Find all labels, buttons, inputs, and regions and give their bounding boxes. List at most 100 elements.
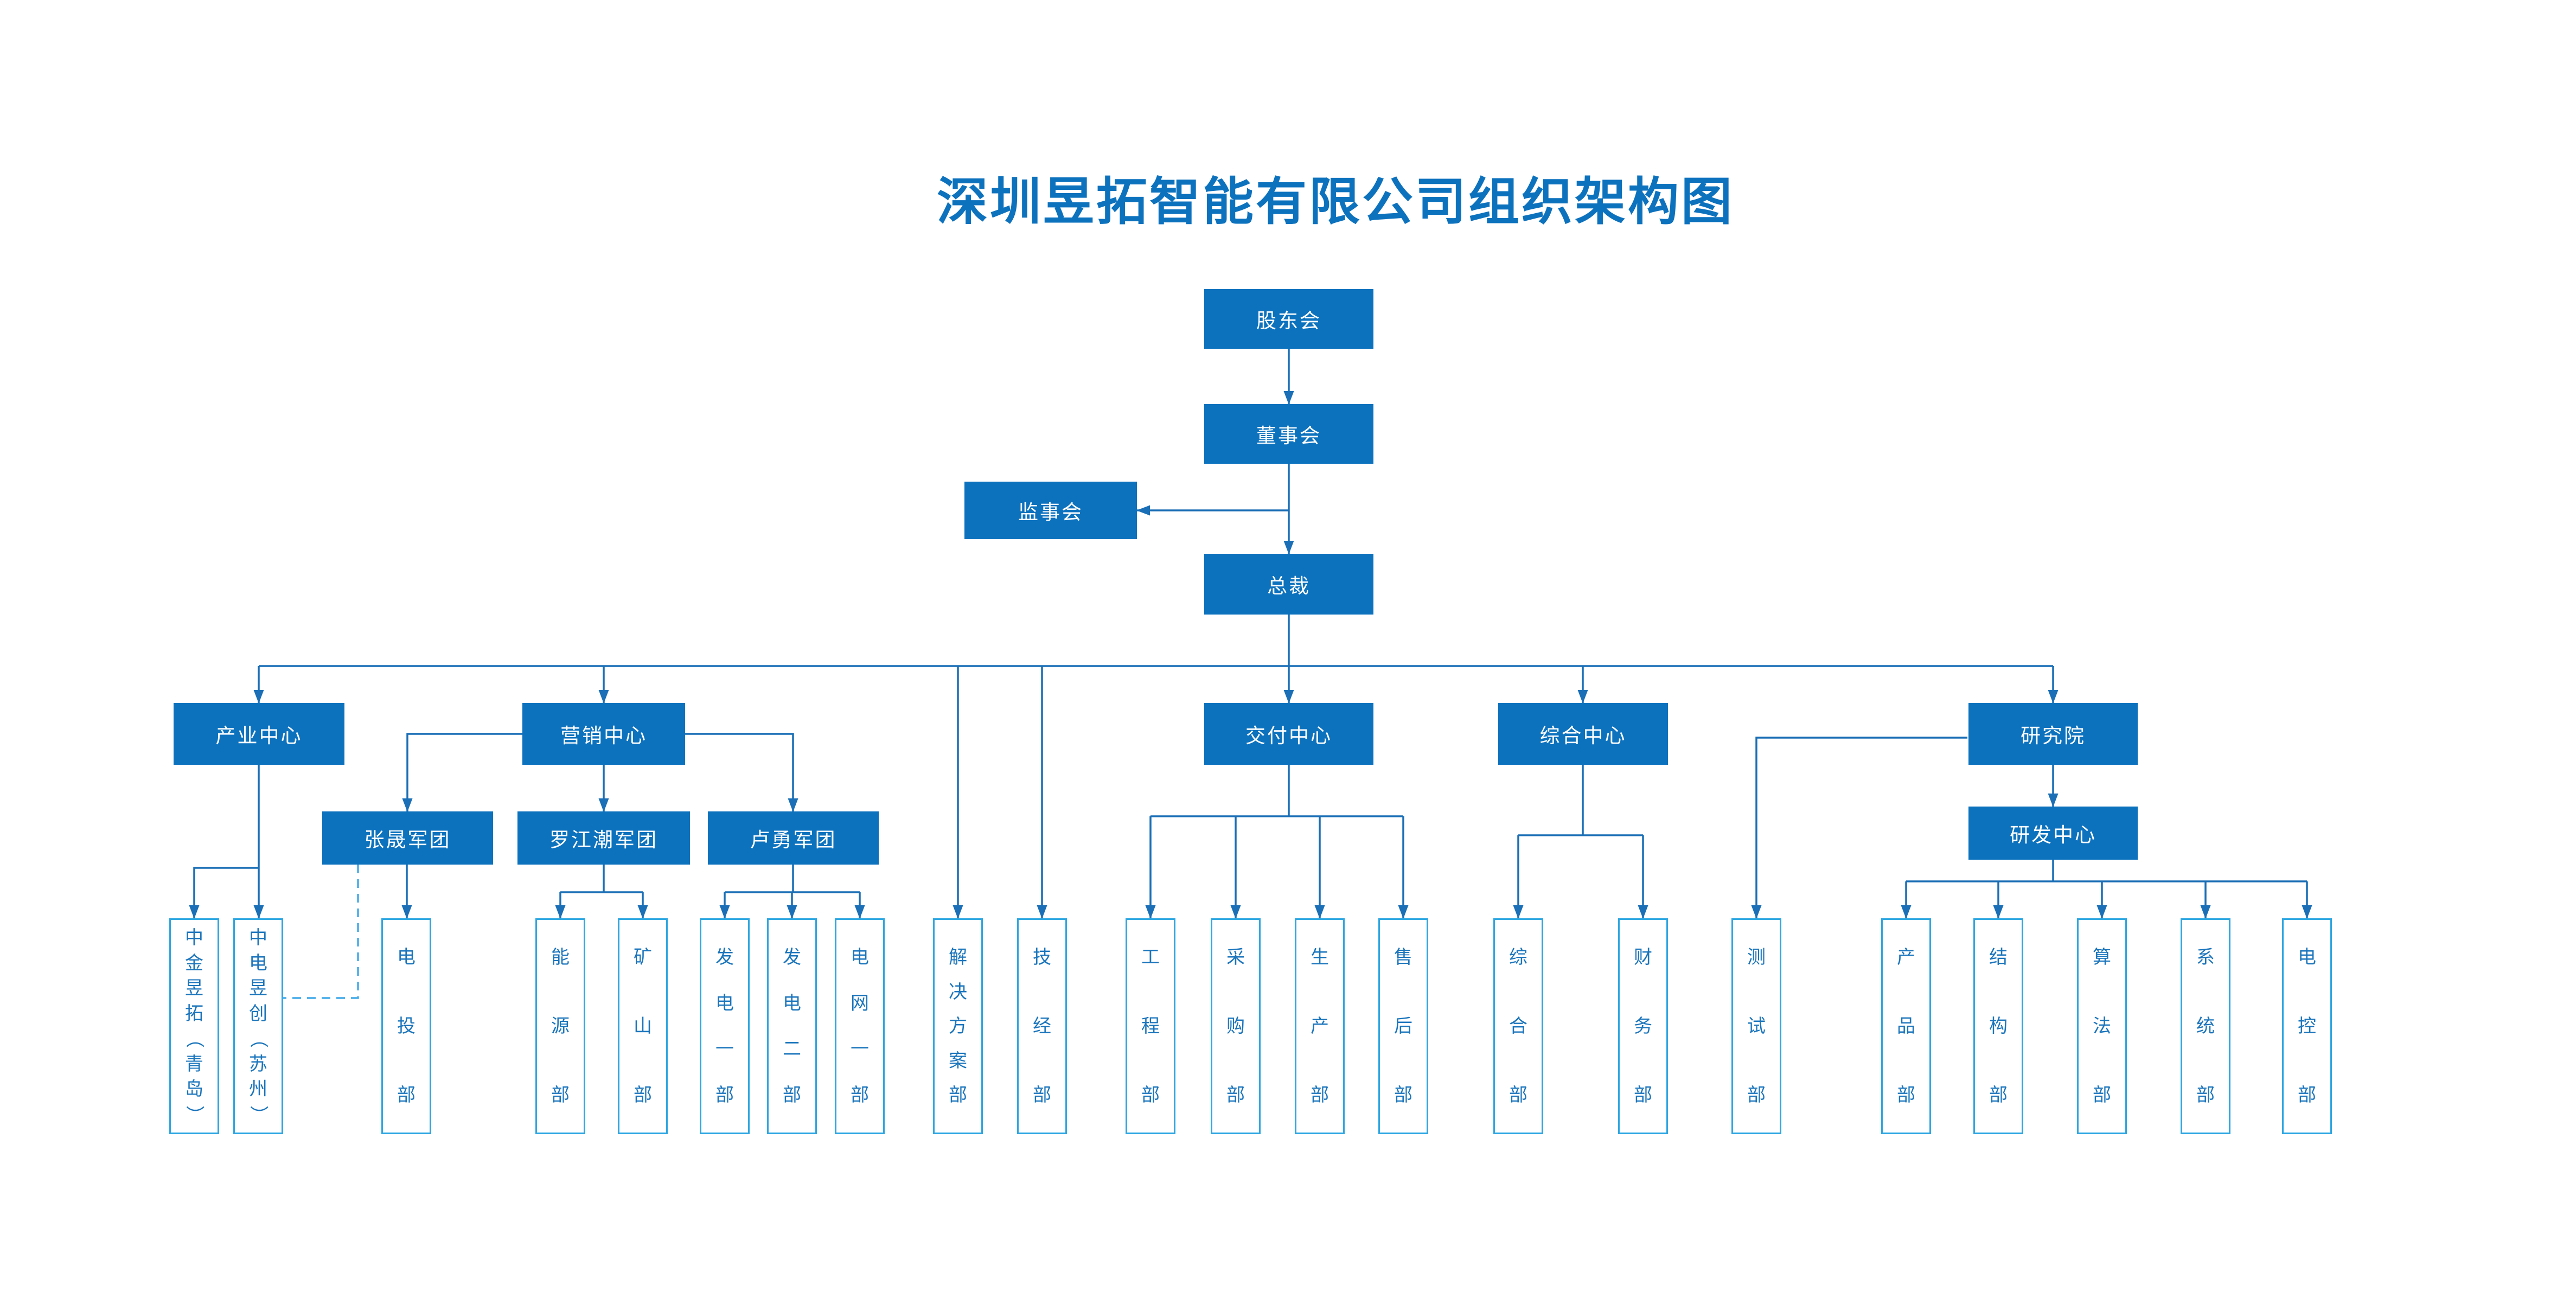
dept-label-char: 苏 (249, 1053, 267, 1074)
dept-label-char: 产 (1311, 1016, 1329, 1037)
dept-label-char: 部 (1634, 1085, 1652, 1105)
dept-label-char: 山 (634, 1016, 652, 1037)
dept-box: 矿山部 (618, 918, 668, 1134)
dept-box: 能源部 (535, 918, 585, 1134)
dept-label-char: 部 (397, 1085, 416, 1105)
dept-box: 生产部 (1295, 918, 1345, 1134)
node-marketing-center: 营销中心 (522, 703, 685, 765)
dept-label-char: 源 (551, 1016, 570, 1037)
dept-label-char: 法 (2093, 1016, 2111, 1037)
dept-label-char: 部 (551, 1085, 570, 1105)
dept-label-char: 后 (1394, 1016, 1412, 1037)
dept-box: 电网一部 (835, 918, 885, 1134)
dept-label-char: 部 (851, 1084, 869, 1105)
dept-box: 工程部 (1126, 918, 1175, 1134)
dept-label-char: 电 (2298, 947, 2316, 968)
dept-label-char: 结 (1989, 947, 2008, 968)
dept-label-char: 发 (783, 947, 801, 968)
dept-label-char: 案 (949, 1050, 967, 1071)
dept-label-char: 构 (1989, 1016, 2008, 1037)
dept-label-char: 一 (715, 1039, 734, 1060)
dept-label-char: 岛 (185, 1079, 203, 1100)
dept-label-char: 拓 (185, 1003, 203, 1024)
dept-label-char: 系 (2196, 947, 2215, 968)
dept-box: 发电一部 (700, 918, 750, 1134)
dept-label-char: 采 (1226, 947, 1245, 968)
dept-label-char: 矿 (634, 947, 652, 968)
dept-label-char: 能 (551, 947, 570, 968)
dept-label-char: 昱 (249, 978, 267, 999)
dept-label-char: 投 (397, 1016, 416, 1037)
dept-label-char: ） (184, 1105, 204, 1124)
dept-label-char: 统 (2196, 1016, 2215, 1037)
dept-label-char: 综 (1509, 947, 1527, 968)
dept-label-char: 中 (185, 927, 203, 948)
dept-label-char: 部 (634, 1085, 652, 1105)
dept-label-char: 青 (185, 1053, 203, 1074)
dept-box: 算法部 (2077, 918, 2127, 1134)
dept-label-char: 购 (1226, 1016, 1245, 1037)
dept-label-char: 电 (249, 952, 267, 974)
page-title: 深圳昱拓智能有限公司组织架构图 (936, 173, 1735, 230)
dept-label-char: 部 (2298, 1085, 2316, 1105)
dept-label-char: 部 (1747, 1085, 1766, 1105)
dept-box: 测试部 (1731, 918, 1781, 1134)
connector (189, 867, 259, 919)
dept-label-char: 部 (1897, 1085, 1915, 1105)
dept-label-char: 发 (715, 947, 734, 968)
dept-box: 售后部 (1378, 918, 1428, 1134)
dept-box: 中金昱拓 （ 青岛 ） (169, 918, 219, 1134)
dept-label-char: 品 (1897, 1016, 1915, 1037)
dept-label-char: 网 (851, 993, 869, 1014)
dept-label-char: （ (248, 1029, 269, 1048)
dept-label-char: 部 (715, 1084, 734, 1105)
dept-label-char: 部 (1141, 1085, 1160, 1105)
dept-label-char: 部 (783, 1084, 801, 1105)
dept-label-char: （ (184, 1029, 204, 1048)
dept-label-char: 售 (1394, 947, 1412, 968)
dept-box: 中电昱创（苏州） (233, 918, 283, 1134)
node-shareholders: 股东会 (1204, 289, 1373, 349)
dept-label-char: 部 (949, 1085, 967, 1105)
dept-label-char: 部 (1394, 1085, 1412, 1105)
node-president: 总裁 (1204, 554, 1373, 615)
dept-label-char: 程 (1141, 1016, 1160, 1037)
dept-label-char: 部 (2196, 1085, 2215, 1105)
dept-label-char: 技 (1033, 947, 1051, 968)
connector (1751, 737, 1967, 919)
node-industry-center: 产业中心 (174, 703, 344, 765)
dept-label-char: 创 (249, 1003, 267, 1024)
dept-label-char: 生 (1311, 947, 1329, 968)
dept-label-char: 电 (397, 947, 416, 968)
dept-box: 解决方案部 (933, 918, 983, 1134)
dept-box: 结构部 (1973, 918, 2023, 1134)
dept-label-char: 算 (2093, 947, 2111, 968)
dept-box: 综合部 (1493, 918, 1543, 1134)
dept-label-char: 测 (1747, 947, 1766, 968)
connector (402, 733, 522, 812)
node-board: 董事会 (1204, 404, 1373, 464)
dept-label-char: ） (248, 1105, 269, 1124)
dept-label-char: 金 (185, 952, 203, 974)
dept-label-char: 部 (1509, 1085, 1527, 1105)
dept-label-char: 部 (1033, 1085, 1051, 1105)
dept-label-char: 中 (249, 927, 267, 948)
dept-label-char: 二 (783, 1039, 801, 1060)
dept-label-char: 部 (1311, 1085, 1329, 1105)
dept-label-char: 决 (949, 981, 967, 1002)
dept-label-char: 方 (949, 1016, 967, 1037)
node-supervisory: 监事会 (964, 482, 1137, 539)
dept-box: 财务部 (1618, 918, 1668, 1134)
dept-label-char: 昱 (185, 978, 203, 999)
dept-label-char: 部 (2093, 1085, 2111, 1105)
dept-box: 发电二部 (767, 918, 817, 1134)
node-luojiangchao-corps: 罗江潮军团 (517, 811, 690, 865)
dept-box: 电控部 (2282, 918, 2332, 1134)
dept-label-char: 部 (1989, 1085, 2008, 1105)
dept-label-char: 一 (851, 1039, 869, 1060)
dept-label-char: 电 (851, 947, 869, 968)
dept-label-char: 电 (783, 993, 801, 1014)
node-luyong-corps: 卢勇军团 (708, 811, 879, 865)
